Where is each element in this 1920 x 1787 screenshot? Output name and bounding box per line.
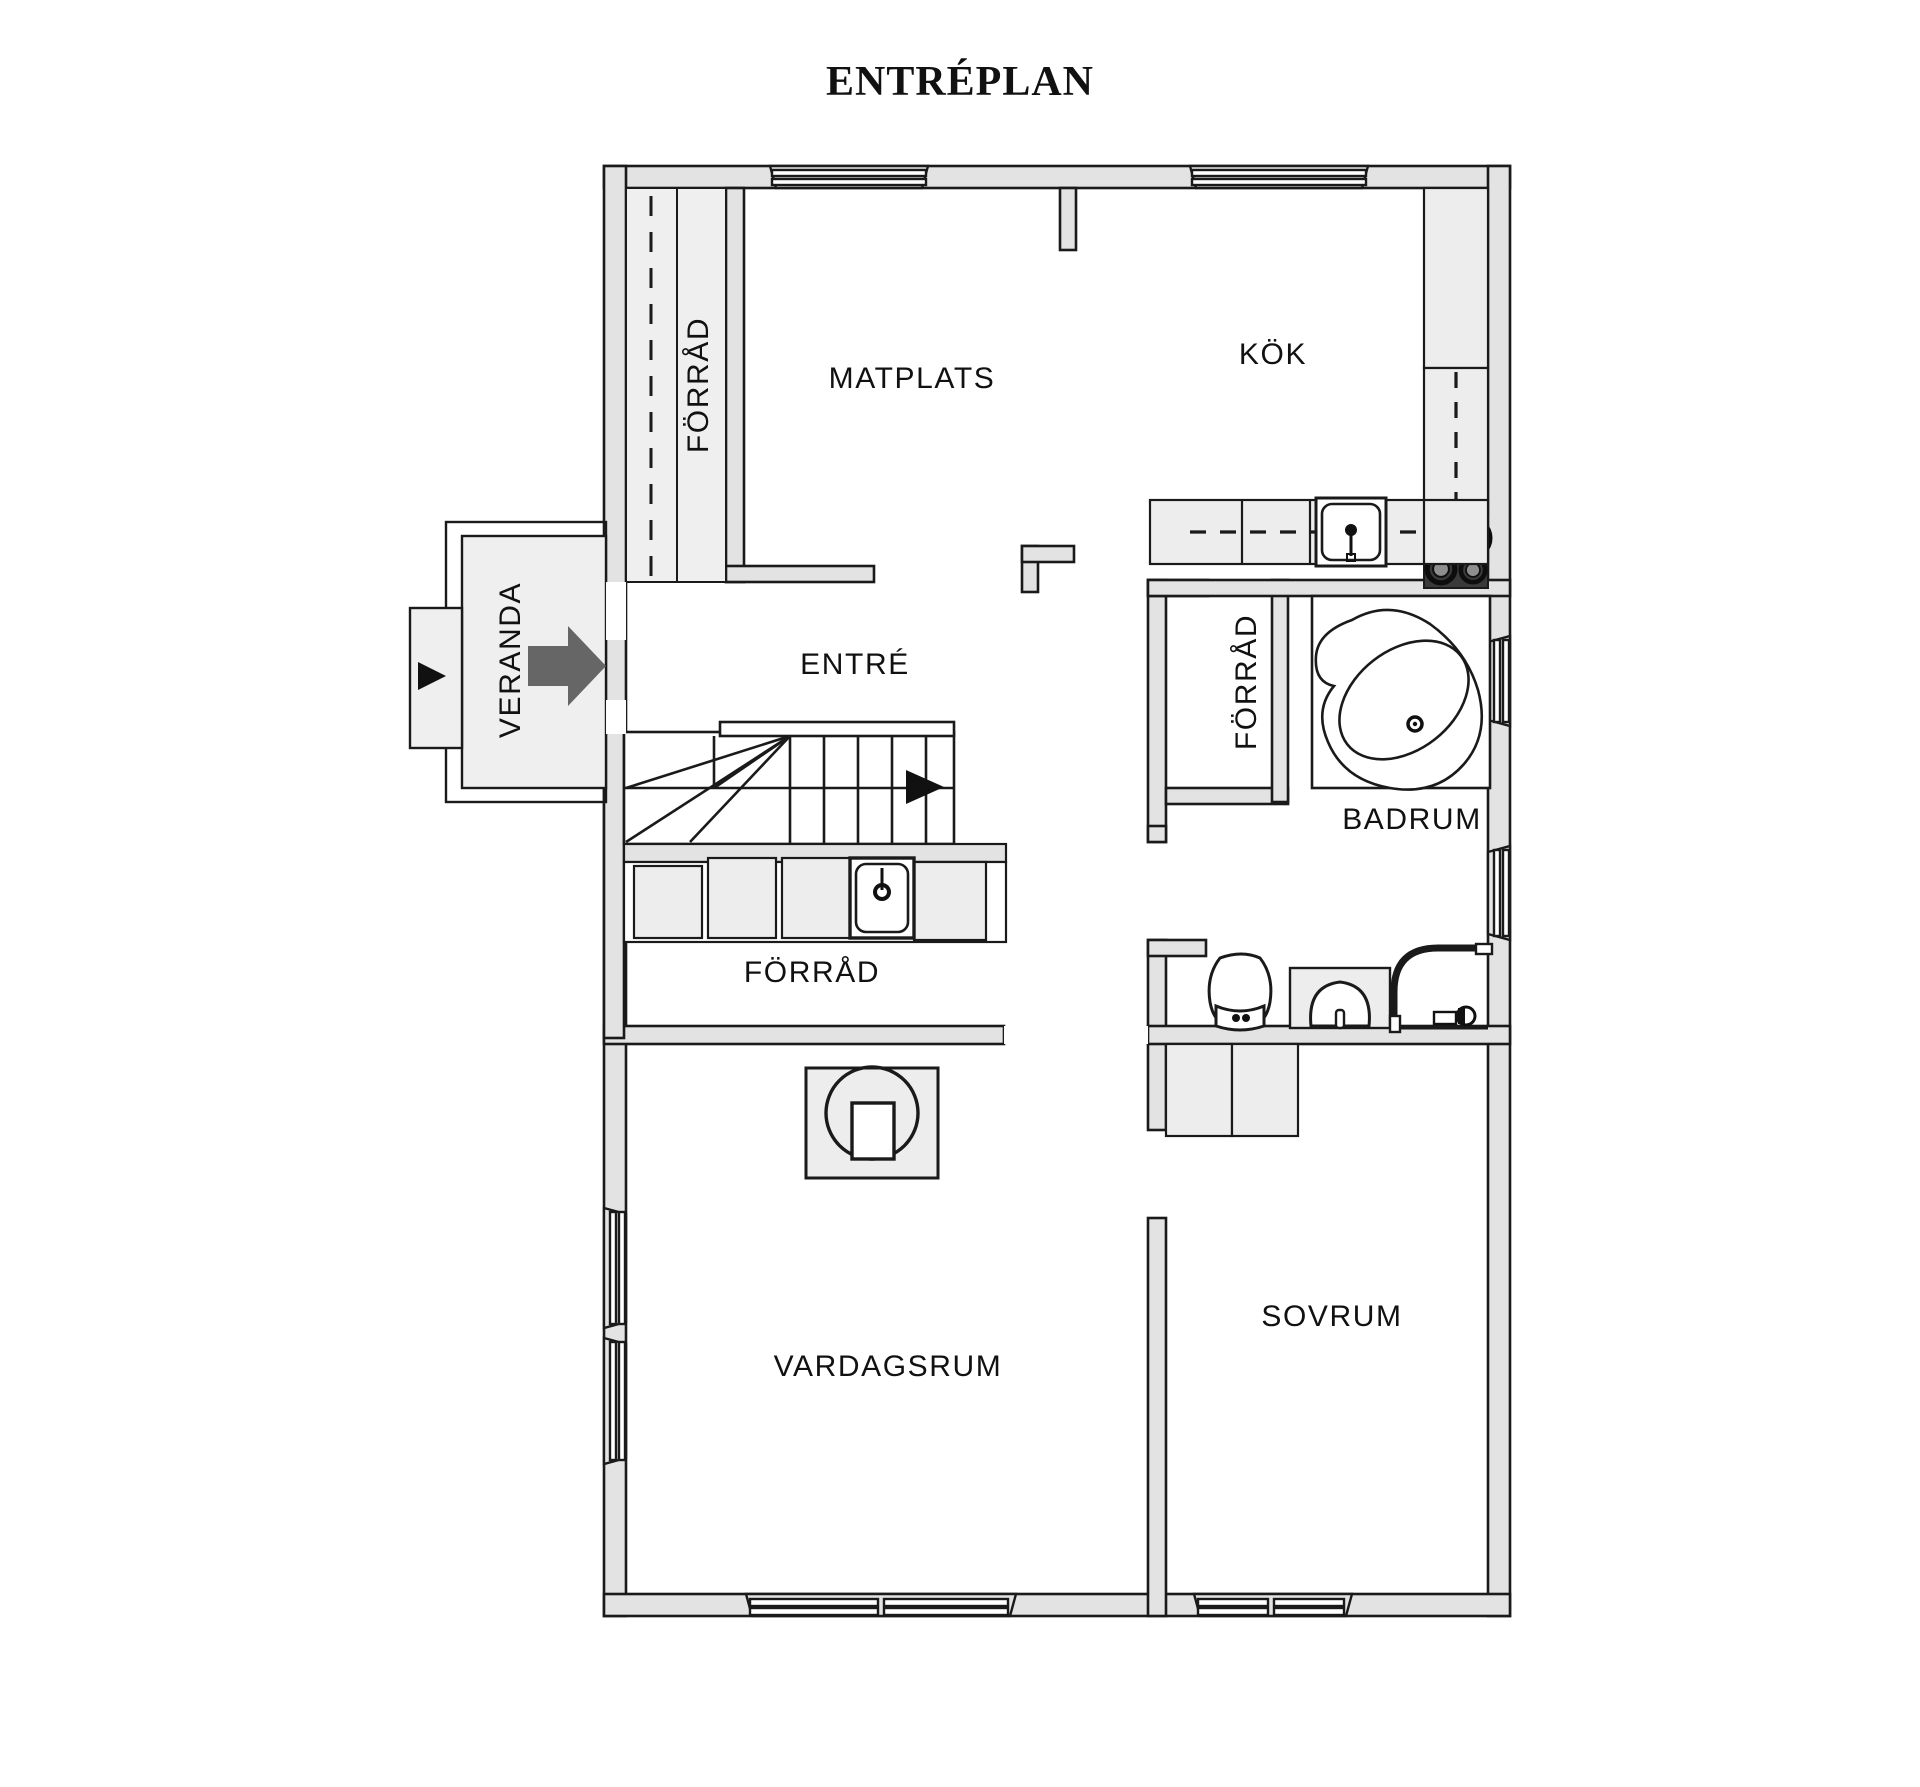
- kitchen-fixtures: [1148, 186, 1493, 589]
- kitchen-sink-icon: [1314, 496, 1388, 568]
- window-vardagsrum-3: [744, 1592, 1018, 1618]
- room-label-veranda: VERANDA: [494, 582, 527, 738]
- windows: [602, 164, 1512, 1618]
- room-label-kok: KÖK: [1239, 338, 1307, 371]
- window-matplats: [768, 164, 930, 190]
- window-badrum-2: [1486, 844, 1512, 942]
- room-label-badrum: BADRUM: [1342, 803, 1482, 836]
- storage-top-left: [625, 187, 727, 583]
- staircase: [622, 720, 956, 846]
- window-kok: [1188, 164, 1370, 190]
- window-sovrum: [1192, 1592, 1354, 1618]
- bathtub-icon: [1310, 594, 1492, 791]
- room-label-forrad-bath: FÖRRÅD: [1230, 614, 1263, 750]
- washbasin-icon: [1288, 966, 1392, 1030]
- room-labels: FÖRRÅD MATPLATS KÖK VERANDA ENTRÉ FÖRRÅD…: [494, 317, 1482, 1383]
- room-label-forrad-low: FÖRRÅD: [744, 956, 880, 989]
- laundry-counter: [622, 842, 1008, 944]
- wc-fixtures: [1164, 942, 1494, 1138]
- window-vardagsrum-2: [602, 1336, 628, 1466]
- room-label-forrad-top: FÖRRÅD: [682, 317, 715, 453]
- stair-direction-arrow: [906, 770, 944, 804]
- veranda-step-arrow: [418, 662, 446, 690]
- window-badrum-1: [1486, 634, 1512, 728]
- interior-walls: [602, 186, 1512, 1618]
- room-label-matplats: MATPLATS: [829, 362, 996, 395]
- room-label-sovrum: SOVRUM: [1261, 1300, 1402, 1333]
- window-vardagsrum-1: [602, 1206, 628, 1330]
- room-label-vardagsrum: VARDAGSRUM: [774, 1350, 1003, 1383]
- room-label-entre: ENTRÉ: [800, 648, 910, 681]
- wood-stove-icon: [804, 1065, 940, 1180]
- veranda: [408, 520, 608, 804]
- toilet-icon: [1207, 952, 1273, 1032]
- entrance-arrow-icon: [528, 626, 606, 706]
- door-openings: [606, 582, 1148, 1044]
- page-title: ENTRÉPLAN: [825, 59, 1095, 105]
- laundry-sink-icon: [848, 856, 916, 940]
- shower-icon: [1388, 942, 1494, 1034]
